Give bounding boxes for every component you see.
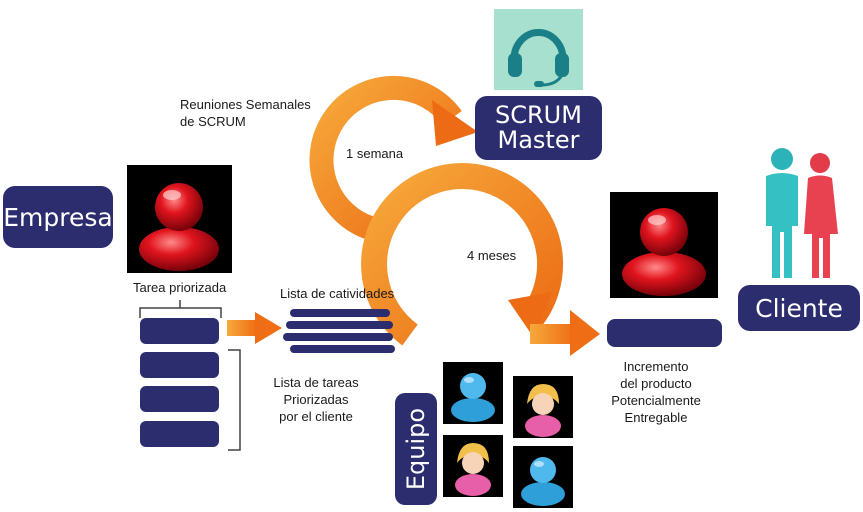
scrum-master-label: SCRUM Master bbox=[475, 96, 602, 160]
increment-bar bbox=[607, 319, 722, 347]
tarea-priorizada-text: Tarea priorizada bbox=[133, 280, 227, 295]
empresa-avatar-tile bbox=[127, 165, 232, 273]
scrum-master-icon-tile bbox=[494, 9, 583, 90]
cliente-label: Cliente bbox=[738, 285, 860, 331]
semana-text: 1 semana bbox=[346, 146, 404, 161]
lista-tareas-text: Lista de tareas Priorizadas por el clien… bbox=[273, 375, 359, 424]
meses-text: 4 meses bbox=[467, 248, 517, 263]
user-icon-female bbox=[525, 384, 561, 437]
backlog-to-activities-arrow bbox=[227, 312, 282, 344]
lista-bracket bbox=[228, 349, 241, 451]
team-member-tile bbox=[443, 362, 503, 424]
team-member-tile bbox=[513, 376, 573, 438]
activity-item bbox=[283, 333, 393, 341]
reuniones-text: Reuniones Semanales de SCRUM bbox=[180, 97, 311, 129]
backlog-item-top bbox=[140, 318, 219, 344]
backlog-item bbox=[140, 352, 219, 378]
monthly-loop-arrow bbox=[361, 163, 564, 346]
lista-actividades-text: Lista de catividades bbox=[280, 286, 395, 301]
backlog-item bbox=[140, 386, 219, 412]
user-icon-red bbox=[622, 208, 706, 296]
activity-item bbox=[286, 321, 393, 329]
equipo-text: Equipo bbox=[402, 407, 431, 491]
team-member-tile bbox=[513, 446, 573, 508]
headset-icon bbox=[508, 28, 569, 87]
user-icon-blue bbox=[521, 457, 565, 506]
backlog-item bbox=[140, 421, 219, 447]
user-icon-blue bbox=[451, 373, 495, 422]
activity-item bbox=[290, 345, 395, 353]
activity-item bbox=[290, 309, 390, 317]
tarea-bracket bbox=[139, 300, 222, 318]
user-icon-female bbox=[455, 443, 491, 496]
cliente-avatar-tile bbox=[610, 192, 718, 298]
team-to-increment-arrow bbox=[530, 310, 600, 356]
team-member-tile bbox=[443, 435, 503, 497]
user-icon-red bbox=[139, 183, 219, 271]
equipo-label: Equipo bbox=[395, 393, 437, 505]
person-pair-icon bbox=[766, 148, 838, 278]
scrum-master-text: SCRUM Master bbox=[495, 101, 582, 154]
weekly-loop-arrow bbox=[309, 75, 478, 240]
incremento-text: Incremento del producto Potencialmente E… bbox=[611, 359, 701, 425]
empresa-label: Empresa bbox=[3, 186, 113, 248]
